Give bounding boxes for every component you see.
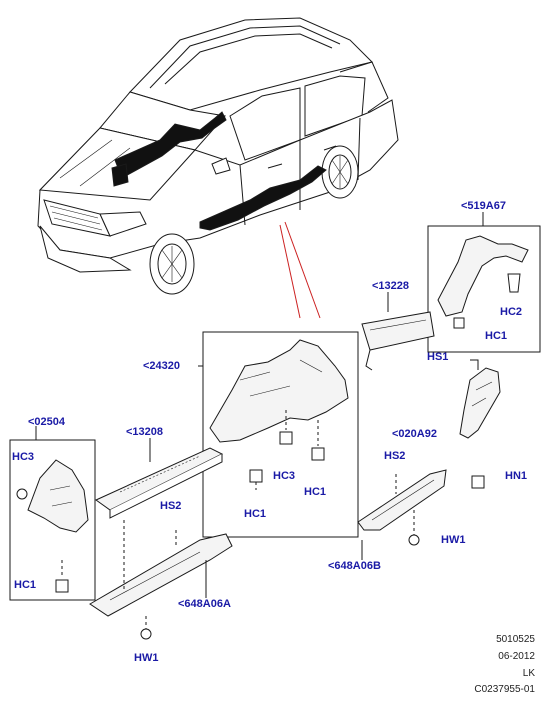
box-24320 [198,331,359,538]
footer-ref-line1: 5010525 [496,634,535,645]
label-02504[interactable]: <02504 [28,416,66,428]
label-hc3-24320[interactable]: HC3 [273,470,296,482]
label-hc3-02504[interactable]: HC3 [12,451,35,463]
label-648A06B[interactable]: <648A06B [328,560,381,572]
label-hw1-left[interactable]: HW1 [134,652,159,664]
label-13228[interactable]: <13228 [372,280,410,292]
part-13228 [361,292,435,371]
box-02504 [9,426,96,601]
box-519A67 [427,212,541,353]
footer-ref-line2: 06-2012 [498,651,535,662]
label-hc1-24320-b[interactable]: HC1 [304,486,327,498]
label-hs2-left[interactable]: HS2 [160,500,182,512]
leader-lines [279,221,321,319]
label-13208[interactable]: <13208 [126,426,164,438]
footer-ref-line4: C0237955-01 [474,684,535,695]
label-519A67[interactable]: <519A67 [461,200,506,212]
part-13208 [95,438,224,519]
part-648A06B [357,469,447,560]
part-648A06A [89,520,233,640]
vehicle-illustration [37,17,399,295]
label-hs1[interactable]: HS1 [427,351,449,363]
label-648A06A[interactable]: <648A06A [178,598,231,610]
part-020A92 [459,359,501,489]
label-hc2-pillar[interactable]: HC2 [500,306,523,318]
label-hw1-right[interactable]: HW1 [441,534,466,546]
label-020A92[interactable]: <020A92 [392,428,437,440]
label-24320[interactable]: <24320 [143,360,181,372]
label-hc1-02504[interactable]: HC1 [14,579,37,591]
label-hn1[interactable]: HN1 [505,470,528,482]
label-hc1-pillar[interactable]: HC1 [485,330,508,342]
footer-ref-line3: LK [522,668,535,679]
label-hc1-24320-a[interactable]: HC1 [244,508,267,520]
label-hs2-right[interactable]: HS2 [384,450,406,462]
